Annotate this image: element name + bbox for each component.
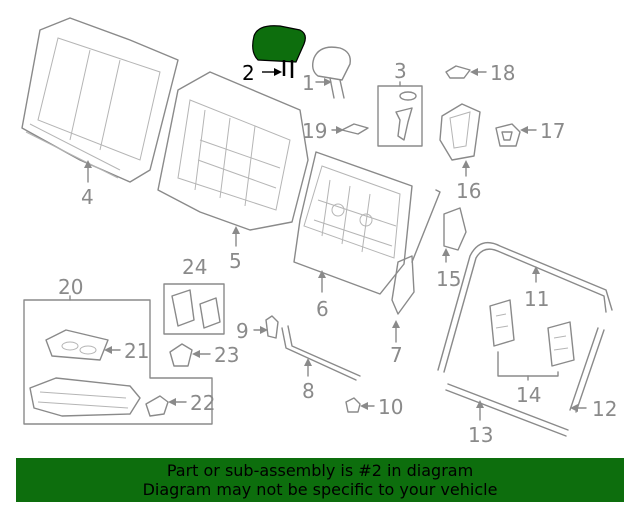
callout-label-16: 16 bbox=[456, 179, 481, 203]
callout-label-8: 8 bbox=[302, 379, 315, 403]
leader-21-arrow bbox=[104, 346, 112, 354]
callout-label-15: 15 bbox=[436, 267, 461, 291]
callout-label-13: 13 bbox=[468, 423, 493, 447]
part-armrest-assembly-box bbox=[23, 299, 213, 425]
leader-18-arrow bbox=[470, 68, 478, 76]
leader-6-arrow bbox=[318, 270, 326, 278]
part-clip bbox=[265, 315, 279, 339]
info-banner-line-1: Part or sub-assembly is #2 in diagram bbox=[166, 461, 474, 480]
leader-5-arrow bbox=[232, 226, 240, 234]
part-seal-upper bbox=[437, 242, 613, 373]
part-nut bbox=[345, 397, 361, 413]
part-headrest bbox=[311, 46, 351, 99]
callout-label-17: 17 bbox=[540, 119, 565, 143]
callout-label-14: 14 bbox=[516, 383, 541, 407]
callout-label-4: 4 bbox=[81, 185, 94, 209]
callout-label-2: 2 bbox=[242, 61, 255, 85]
part-armrest-bracket bbox=[145, 395, 169, 417]
callout-label-7: 7 bbox=[390, 343, 403, 367]
part-trim-clip bbox=[495, 123, 521, 147]
callout-label-10: 10 bbox=[378, 395, 403, 419]
callout-label-11: 11 bbox=[524, 287, 549, 311]
leader-14 bbox=[497, 351, 559, 377]
leader-4-arrow bbox=[84, 160, 92, 168]
leader-23-arrow bbox=[192, 350, 200, 358]
part-striker bbox=[443, 207, 467, 251]
leader-12-arrow bbox=[570, 404, 578, 412]
part-seat-back-frame bbox=[293, 151, 413, 295]
callout-label-20: 20 bbox=[58, 275, 83, 299]
part-latch-assembly bbox=[391, 189, 441, 315]
callout-label-9: 9 bbox=[236, 319, 249, 343]
part-emblem bbox=[341, 123, 369, 135]
part-seal-lower bbox=[445, 383, 569, 437]
leader-2-arrow bbox=[274, 68, 282, 76]
callout-label-6: 6 bbox=[316, 297, 329, 321]
part-headrest-highlighted bbox=[252, 25, 306, 78]
leader-11-arrow bbox=[532, 266, 540, 274]
part-bracket-pair bbox=[489, 299, 575, 367]
part-seal-side bbox=[569, 327, 605, 413]
part-seat-back-cover bbox=[21, 17, 179, 183]
part-seat-back-pad bbox=[157, 71, 309, 231]
leader-17-arrow bbox=[520, 126, 528, 134]
leader-22-arrow bbox=[168, 398, 176, 406]
leader-7-arrow bbox=[392, 320, 400, 328]
info-banner: Part or sub-assembly is #2 in diagram Di… bbox=[16, 458, 624, 502]
callout-label-12: 12 bbox=[592, 397, 617, 421]
leader-10-arrow bbox=[360, 402, 368, 410]
leader-19-arrow bbox=[336, 126, 344, 134]
part-armrest-stop bbox=[169, 343, 193, 367]
callout-label-23: 23 bbox=[214, 343, 239, 367]
part-cupholder bbox=[45, 329, 109, 361]
part-rod bbox=[281, 325, 361, 381]
callout-label-24: 24 bbox=[182, 255, 207, 279]
leader-1-arrow bbox=[324, 78, 332, 86]
leader-16-arrow bbox=[462, 160, 470, 168]
part-bezel bbox=[439, 103, 481, 161]
info-banner-line-2: Diagram may not be specific to your vehi… bbox=[142, 480, 498, 499]
part-hinge-kit-box bbox=[163, 283, 225, 335]
callout-label-19: 19 bbox=[302, 119, 327, 143]
callout-label-22: 22 bbox=[190, 391, 215, 415]
callout-label-21: 21 bbox=[124, 339, 149, 363]
callout-label-5: 5 bbox=[229, 249, 242, 273]
part-hinge-kit bbox=[171, 289, 221, 329]
leader-13-arrow bbox=[476, 400, 484, 408]
part-armrest-body bbox=[29, 377, 141, 417]
leader-8-arrow bbox=[304, 358, 312, 366]
part-cap bbox=[445, 65, 471, 79]
part-guide-kit bbox=[395, 91, 417, 141]
leader-9-arrow bbox=[260, 326, 268, 334]
callout-label-3: 3 bbox=[394, 59, 407, 83]
callout-label-1: 1 bbox=[302, 71, 315, 95]
callout-label-18: 18 bbox=[490, 61, 515, 85]
leader-15-arrow bbox=[442, 248, 450, 256]
